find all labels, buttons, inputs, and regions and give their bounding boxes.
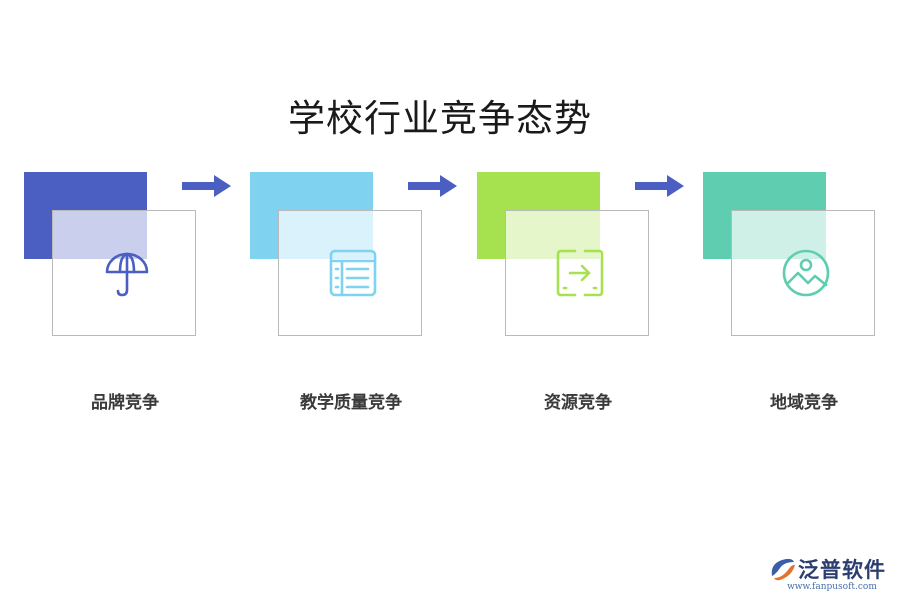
umbrella-icon — [102, 248, 152, 298]
brand-url: www.fanpusoft.com — [787, 582, 877, 592]
arrow-icon — [406, 174, 458, 198]
icon-card — [278, 210, 422, 336]
step-label-region: 地域竞争 — [770, 393, 838, 413]
arrow-icon — [633, 174, 685, 198]
step-brand — [24, 172, 204, 342]
step-region — [703, 172, 883, 342]
list-icon — [328, 248, 378, 298]
step-label-resources: 资源竞争 — [544, 393, 612, 413]
page-title: 学校行业竞争态势 — [288, 97, 592, 140]
step-resources — [477, 172, 657, 342]
arrow-icon — [180, 174, 232, 198]
logo-mark-icon — [768, 556, 796, 582]
step-label-teaching-quality: 教学质量竞争 — [300, 393, 402, 413]
brand-name: 泛普软件 — [798, 558, 886, 582]
step-teaching-quality — [250, 172, 430, 342]
icon-card — [731, 210, 875, 336]
transfer-icon — [555, 248, 605, 298]
brand-logo: 泛普软件 www.fanpusoft.com — [768, 552, 896, 596]
step-label-brand: 品牌竞争 — [91, 393, 159, 413]
image-icon — [781, 248, 831, 298]
